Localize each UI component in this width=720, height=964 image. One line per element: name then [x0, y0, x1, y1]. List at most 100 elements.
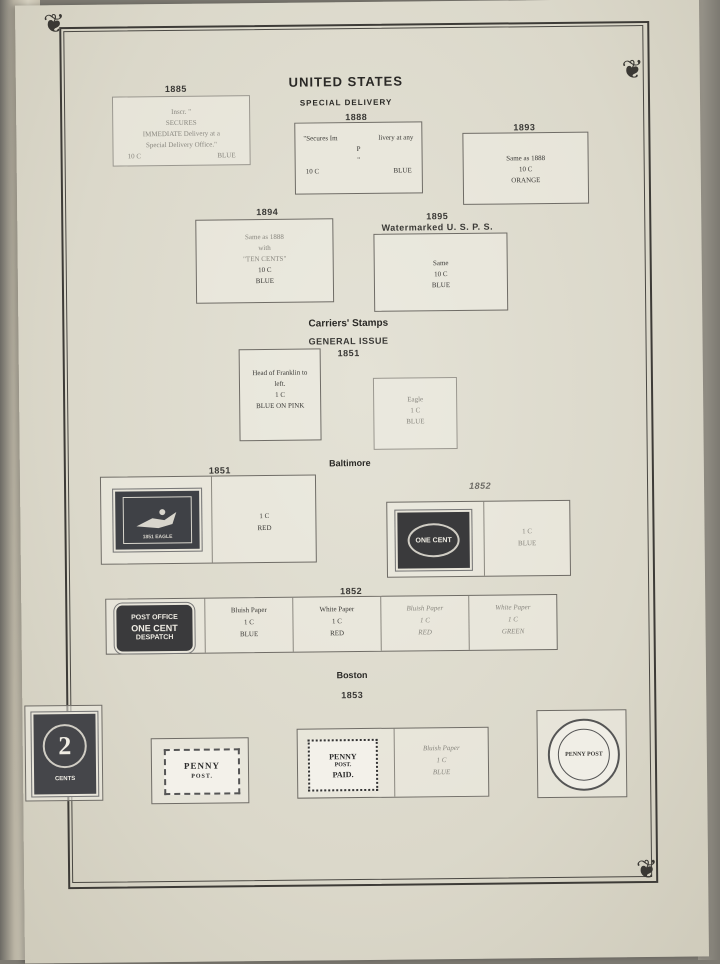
year-1885: 1885: [164, 83, 187, 95]
box-color: BLUE: [406, 417, 425, 426]
box-value: 10 C: [305, 167, 320, 176]
baltimore-heading: Baltimore: [328, 457, 371, 469]
cell-value: 1 C: [436, 756, 447, 765]
stamp-space-1894: Same as 1888 with "TEN CENTS" 10 C BLUE: [195, 218, 335, 304]
stamp-numeral: 2: [58, 731, 72, 761]
baltimore-1852-stamp: ONE CENT: [395, 509, 472, 571]
stamp-text: PAID.: [332, 769, 354, 779]
horse-rider-icon: 1851 EAGLE: [122, 496, 193, 545]
penny-paid-mount: PENNY POST. PAID. Bluish Paper 1 C BLUE: [296, 726, 490, 799]
cell-paper: Bluish Paper: [422, 743, 460, 753]
page-title: UNITED STATES: [288, 73, 404, 90]
stamp-oval: ONE CENT: [407, 522, 460, 558]
cell-color: GREEN: [501, 627, 525, 636]
year-1852-baltimore-faint: 1852: [468, 480, 492, 491]
stamp-text: CENTS: [54, 775, 76, 782]
box-value: 1 C: [410, 406, 421, 415]
album-page: ❦ ❦ ❦ UNITED STATES SPECIAL DELIVERY 188…: [15, 0, 709, 964]
stamp-space-1893: Same as 1888 10 C ORANGE: [462, 131, 590, 205]
cell-value: 1 C: [331, 617, 342, 626]
year-1851-baltimore: 1851: [208, 465, 231, 476]
cell-value: 1 C: [243, 618, 254, 627]
despatch-cell-4: White Paper 1 C GREEN: [468, 594, 557, 650]
stamp-text: POST OFFICE: [131, 613, 178, 622]
stamp-space-1888: "Secures Im livery at any P " 10 C BLUE: [294, 121, 423, 195]
baltimore-1851-stamp: 1851 EAGLE: [113, 488, 202, 552]
penny-paid-stamp: PENNY POST. PAID.: [307, 738, 379, 792]
year-1853: 1853: [341, 689, 364, 701]
box-line: "Secures Im: [303, 134, 338, 143]
corner-ornament-icon: ❦: [43, 9, 66, 39]
baltimore-1852-mount: ONE CENT 1 C BLUE: [386, 499, 572, 578]
penny-post-mount: PENNY POST.: [150, 737, 250, 805]
box-color: BLUE: [517, 539, 537, 548]
box-value: 1 C: [259, 511, 270, 521]
box-value: 1 C: [522, 527, 533, 536]
cell-color: BLUE: [432, 768, 451, 777]
box-color: ORANGE: [511, 176, 541, 185]
cell-color: BLUE: [239, 630, 259, 639]
box-color: RED: [257, 523, 272, 533]
cell-color: RED: [418, 628, 432, 637]
box-value: 1 C: [275, 390, 286, 399]
boston-heading: Boston: [336, 669, 368, 681]
corner-ornament-icon: ❦: [635, 854, 659, 885]
penny-paid-info: Bluish Paper 1 C BLUE: [393, 727, 489, 797]
round-stamp-inner: PENNY POST: [557, 728, 611, 781]
round-penny-post-stamp: PENNY POST: [547, 718, 621, 792]
stamp-text: PENNY: [329, 751, 357, 761]
baltimore-1851-mount: 1851 EAGLE 1 C RED: [99, 474, 317, 565]
box-footer: 10 C BLUE: [296, 165, 422, 177]
box-line: Eagle: [407, 395, 424, 404]
carriers-heading: Carriers' Stamps: [308, 317, 389, 330]
year-1852-row2: 1852: [340, 586, 363, 597]
baltimore-despatch-strip: POST OFFICE ONE CENT DESPATCH Bluish Pap…: [105, 593, 558, 655]
box-line: Head of Franklin to: [252, 368, 308, 378]
box-footer: 10 C BLUE: [114, 150, 250, 162]
box-color: BLUE: [217, 151, 236, 160]
year-1895: 1895: [426, 211, 449, 222]
penny-post-stamp: PENNY POST.: [163, 748, 241, 796]
stamp-text: POST.: [334, 761, 352, 768]
stamp-text: ONE CENT: [415, 536, 452, 544]
general-issue-heading: GENERAL ISSUE: [308, 335, 389, 347]
boston-2c-mount: 2 CENTS: [24, 704, 104, 802]
box-line: left.: [274, 379, 286, 388]
stamp-space-1895: Same 10 C BLUE: [373, 232, 509, 312]
corner-ornament-icon: ❦: [621, 55, 644, 85]
numeral-medallion: 2: [42, 723, 87, 768]
baltimore-1851-info: 1 C RED: [210, 475, 317, 563]
stamp-space-eagle: Eagle 1 C BLUE: [372, 377, 458, 450]
boston-2c-stamp: 2 CENTS: [31, 711, 99, 797]
cell-value: 1 C: [419, 616, 430, 625]
despatch-cell-2: White Paper 1 C RED: [292, 596, 381, 652]
box-color: BLUE: [431, 281, 451, 290]
stamp-space-franklin: Head of Franklin to left. 1 C BLUE ON PI…: [238, 348, 322, 442]
despatch-cell-1: Bluish Paper 1 C BLUE: [204, 597, 293, 653]
stamp-text: ONE CENT: [131, 622, 178, 634]
stamp-space-1885: Inscr. " SECURES IMMEDIATE Delivery at a…: [111, 95, 251, 167]
cell-value: 1 C: [507, 615, 518, 624]
cell-paper: Bluish Paper: [406, 604, 444, 613]
round-stamp-mount: PENNY POST: [536, 709, 628, 799]
year-1888: 1888: [345, 111, 368, 123]
box-color: BLUE: [255, 276, 275, 286]
year-1894: 1894: [256, 206, 279, 218]
cell-paper: White Paper: [495, 603, 531, 612]
stamp-text: PENNY: [183, 760, 221, 771]
stamp-text: DESPATCH: [135, 633, 174, 642]
stamp-text: PENNY POST: [565, 750, 603, 758]
box-line-row: "Secures Im livery at any: [295, 132, 421, 144]
box-line: livery at any: [378, 133, 414, 142]
box-color: BLUE ON PINK: [256, 401, 305, 411]
cell-paper: White Paper: [319, 605, 355, 614]
cell-color: RED: [330, 629, 345, 638]
stamp-text: 1851 EAGLE: [143, 534, 173, 540]
box-value: 10 C: [127, 152, 142, 161]
watermark-heading: Watermarked U. S. P. S.: [381, 221, 494, 233]
box-color: BLUE: [393, 166, 412, 175]
despatch-stamp: POST OFFICE ONE CENT DESPATCH: [114, 602, 195, 654]
cell-paper: Bluish Paper: [230, 606, 267, 615]
stamp-text: POST.: [191, 773, 213, 780]
baltimore-1852-info: 1 C BLUE: [483, 500, 570, 576]
